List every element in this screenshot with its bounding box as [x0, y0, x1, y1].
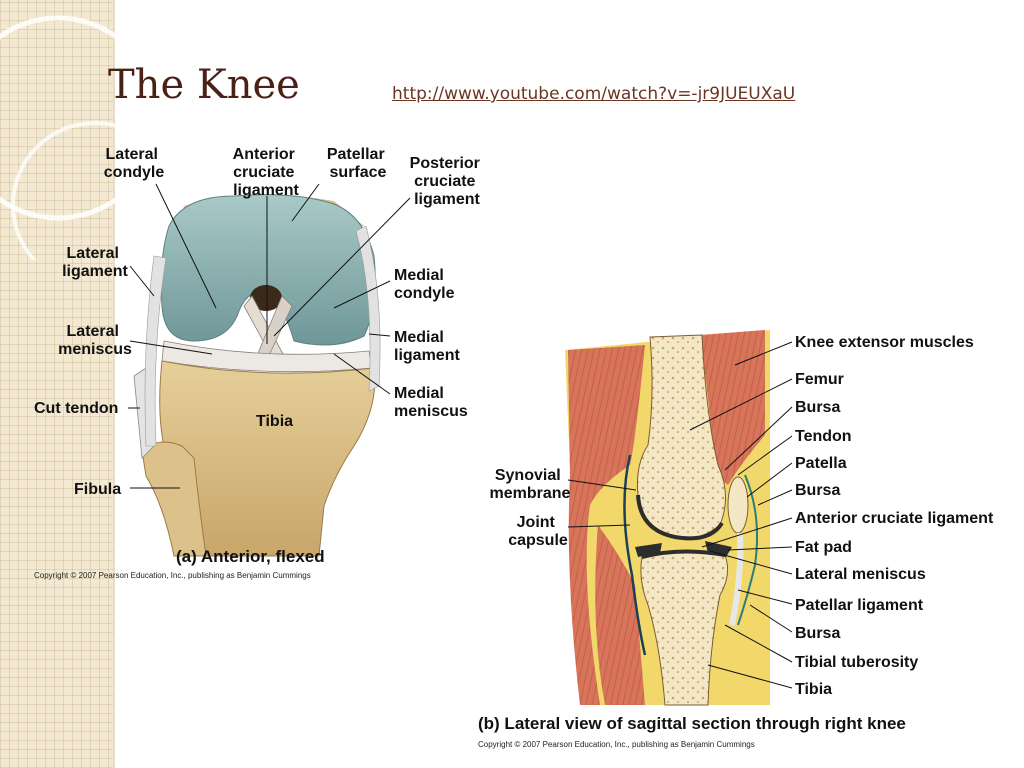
decorative-circles [0, 15, 179, 260]
label-posterior-cruciate-ligament: Posterior cruciate ligament [410, 155, 484, 208]
label-fat-pad: Fat pad [795, 539, 852, 556]
label-tibia-b: Tibia [795, 681, 832, 698]
figure-anterior-knee: Lateral condyle Anterior cruciate ligame… [34, 146, 484, 580]
label-knee-extensor-muscles: Knee extensor muscles [795, 334, 974, 351]
label-medial-meniscus: Medial meniscus [394, 385, 468, 420]
video-link[interactable]: http://www.youtube.com/watch?v=-jr9JUEUX… [392, 84, 796, 104]
label-cut-tendon: Cut tendon [34, 400, 118, 417]
figure-a-leader-lines [128, 183, 411, 489]
label-anterior-cruciate-ligament: Anterior cruciate ligament [233, 146, 300, 199]
label-lateral-meniscus: Lateral meniscus [58, 323, 132, 358]
label-bursa-upper: Bursa [795, 399, 840, 416]
label-lateral-meniscus-b: Lateral meniscus [795, 566, 926, 583]
label-bursa-lower: Bursa [795, 625, 840, 642]
knee-illustration-sagittal [565, 330, 770, 706]
label-lateral-ligament: Lateral ligament [62, 245, 128, 280]
label-tibial-tuberosity: Tibial tuberosity [795, 654, 918, 671]
figure-a-labels: Lateral condyle Anterior cruciate ligame… [34, 146, 484, 498]
decorative-side-band [0, 0, 113, 768]
label-medial-condyle: Medial condyle [394, 267, 455, 302]
label-patella: Patella [795, 455, 847, 472]
figure-b-leader-lines [567, 341, 793, 689]
side-band-edge [113, 0, 115, 768]
label-synovial-membrane: Synovial membrane [490, 467, 571, 502]
label-patellar-surface: Patellar surface [327, 146, 389, 181]
label-femur: Femur [795, 371, 844, 388]
label-medial-ligament: Medial ligament [394, 329, 460, 364]
figure-a-caption: (a) Anterior, flexed [176, 547, 325, 566]
figure-sagittal-knee: Synovial membrane Joint capsule Knee ext… [478, 330, 994, 749]
label-tibia: Tibia [256, 413, 293, 430]
slide-title: The Knee [108, 62, 300, 108]
label-fibula: Fibula [74, 481, 121, 498]
label-lateral-condyle: Lateral condyle [104, 146, 165, 181]
figure-b-caption: (b) Lateral view of sagittal section thr… [478, 714, 906, 733]
figure-b-labels: Synovial membrane Joint capsule Knee ext… [490, 334, 994, 698]
figure-b-copyright: Copyright © 2007 Pearson Education, Inc.… [478, 740, 755, 749]
label-anterior-cruciate-ligament-b: Anterior cruciate ligament [795, 510, 994, 527]
figure-a-copyright: Copyright © 2007 Pearson Education, Inc.… [34, 571, 311, 580]
label-patellar-ligament: Patellar ligament [795, 597, 924, 614]
label-tendon: Tendon [795, 428, 852, 445]
knee-illustration-anterior [133, 194, 381, 557]
label-joint-capsule: Joint capsule [508, 514, 568, 549]
label-bursa-middle: Bursa [795, 482, 840, 499]
